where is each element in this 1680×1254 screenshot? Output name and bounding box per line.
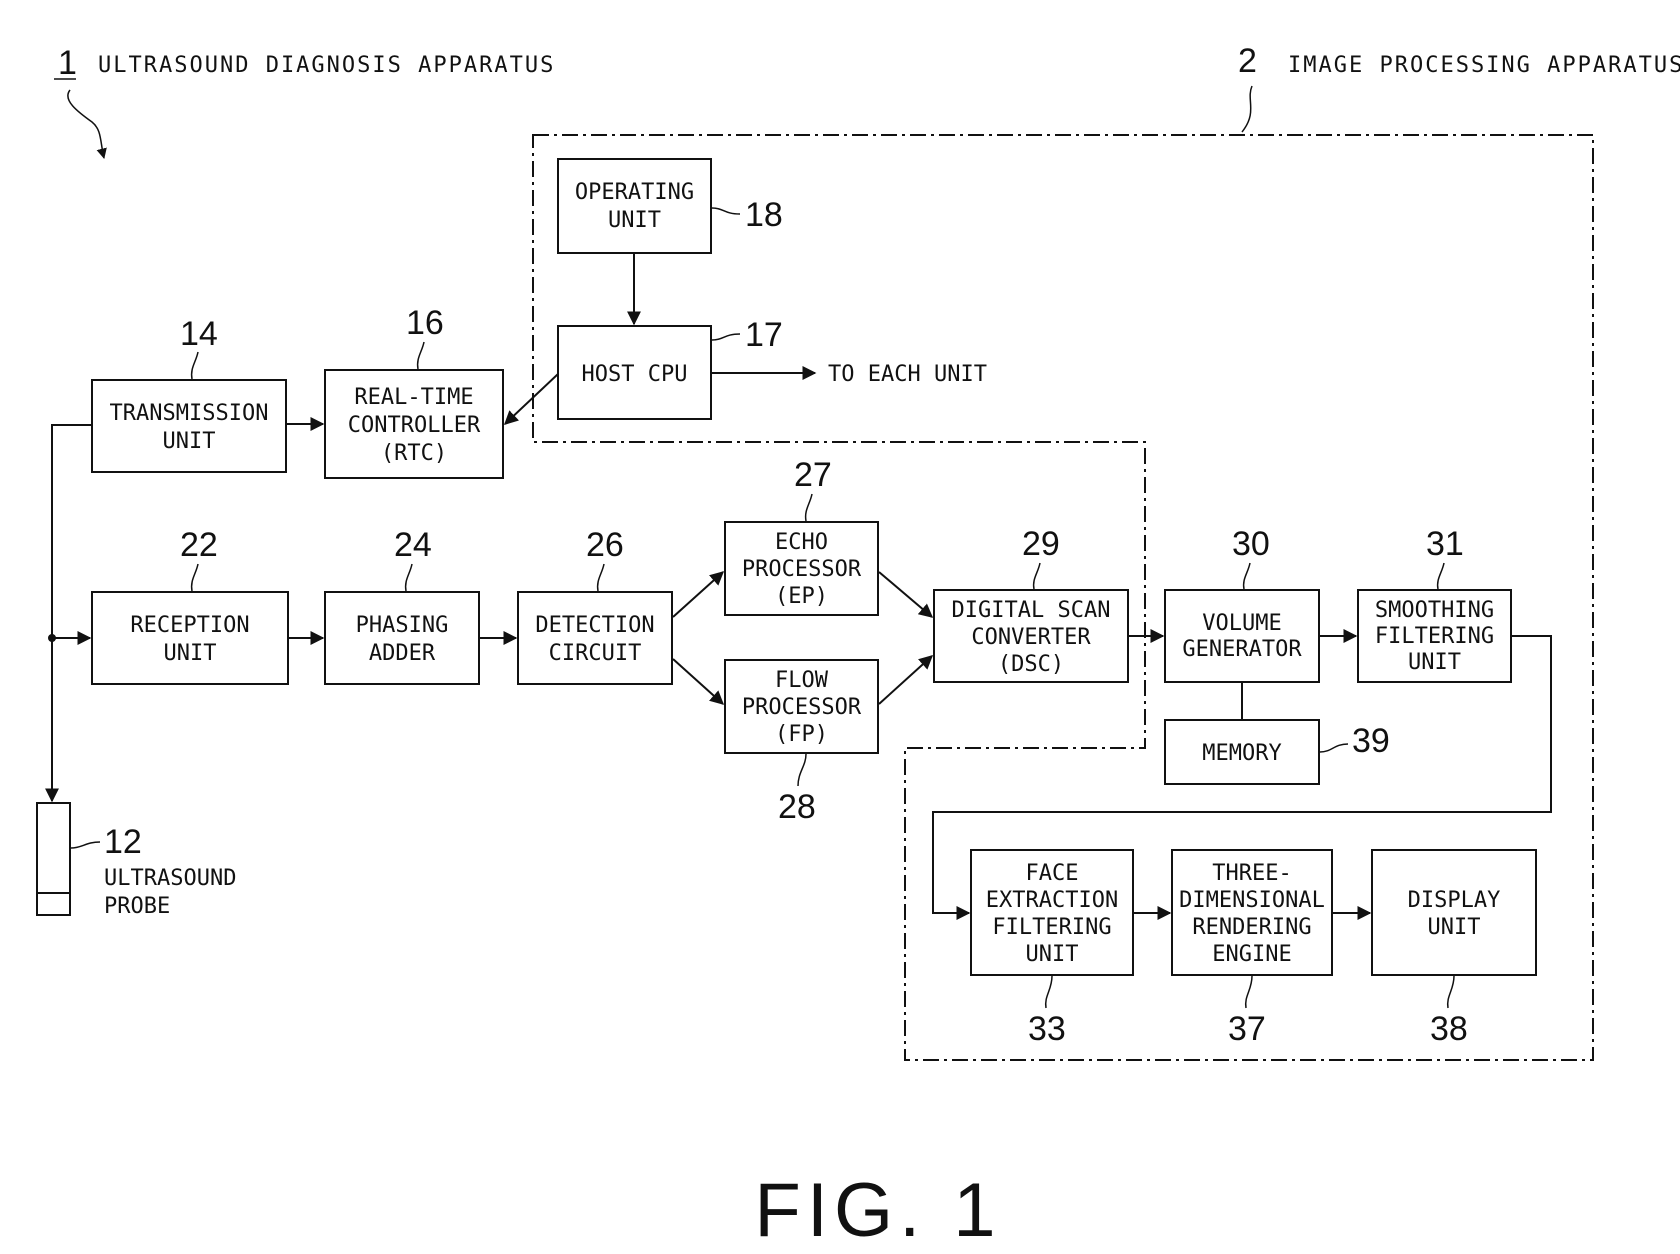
svg-text:ADDER: ADDER bbox=[369, 641, 436, 666]
detection-circuit-box bbox=[518, 592, 672, 684]
ref-29: 29 bbox=[1022, 525, 1060, 563]
ref-16: 16 bbox=[406, 304, 444, 342]
ref-38: 38 bbox=[1430, 1010, 1468, 1048]
ref-18: 18 bbox=[745, 196, 783, 234]
svg-text:UNIT: UNIT bbox=[608, 208, 661, 233]
detection-to-flow bbox=[673, 659, 723, 704]
svg-text:(EP): (EP) bbox=[775, 584, 828, 609]
ref-31: 31 bbox=[1426, 525, 1464, 563]
volume-generator-box bbox=[1165, 590, 1319, 682]
svg-text:(RTC): (RTC) bbox=[381, 441, 447, 466]
svg-text:EXTRACTION: EXTRACTION bbox=[986, 888, 1118, 913]
detection-to-echo bbox=[673, 572, 723, 617]
svg-text:DIGITAL SCAN: DIGITAL SCAN bbox=[952, 598, 1111, 623]
svg-text:ULTRASOUND: ULTRASOUND bbox=[104, 866, 236, 891]
ref-12: 12 bbox=[104, 823, 142, 861]
svg-text:CONVERTER: CONVERTER bbox=[971, 625, 1091, 650]
ref-24: 24 bbox=[394, 526, 432, 564]
svg-text:UNIT: UNIT bbox=[1026, 942, 1079, 967]
svg-text:RECEPTION: RECEPTION bbox=[130, 613, 249, 638]
svg-text:ECHO: ECHO bbox=[775, 530, 828, 555]
svg-text:UNIT: UNIT bbox=[1408, 650, 1461, 675]
svg-text:(DSC): (DSC) bbox=[998, 652, 1064, 677]
transmission-to-probe-bus bbox=[52, 425, 92, 801]
echo-to-dsc bbox=[879, 572, 932, 617]
svg-text:DISPLAY: DISPLAY bbox=[1408, 888, 1501, 913]
host-cpu-label: HOST CPU bbox=[582, 362, 688, 387]
apparatus-squiggle-arrow bbox=[68, 90, 104, 158]
svg-text:OPERATING: OPERATING bbox=[575, 180, 694, 205]
phasing-adder-box bbox=[325, 592, 479, 684]
ref-17: 17 bbox=[745, 316, 783, 354]
svg-text:RENDERING: RENDERING bbox=[1192, 915, 1311, 940]
svg-text:PROCESSOR: PROCESSOR bbox=[742, 695, 862, 720]
ref-26: 26 bbox=[586, 526, 624, 564]
svg-text:REAL-TIME: REAL-TIME bbox=[354, 385, 473, 410]
ref-14: 14 bbox=[180, 315, 218, 353]
ref-39: 39 bbox=[1352, 722, 1390, 760]
svg-text:FLOW: FLOW bbox=[775, 668, 829, 693]
svg-text:ENGINE: ENGINE bbox=[1212, 942, 1291, 967]
svg-text:DETECTION: DETECTION bbox=[535, 613, 654, 638]
probe-label: ULTRASOUND PROBE bbox=[104, 866, 236, 919]
svg-text:CIRCUIT: CIRCUIT bbox=[549, 641, 642, 666]
svg-text:TRANSMISSION: TRANSMISSION bbox=[110, 401, 269, 426]
ref-30: 30 bbox=[1232, 525, 1270, 563]
svg-text:PROBE: PROBE bbox=[104, 894, 170, 919]
to-each-unit-label: TO EACH UNIT bbox=[828, 362, 987, 387]
apparatus-number: 1 bbox=[58, 44, 77, 82]
svg-text:DIMENSIONAL: DIMENSIONAL bbox=[1179, 888, 1325, 913]
flow-to-dsc bbox=[879, 656, 932, 704]
svg-text:FACE: FACE bbox=[1026, 861, 1079, 886]
hostcpu-to-rtc bbox=[505, 374, 558, 424]
svg-text:UNIT: UNIT bbox=[1428, 915, 1481, 940]
svg-text:FILTERING: FILTERING bbox=[1375, 624, 1494, 649]
svg-text:THREE-: THREE- bbox=[1212, 861, 1291, 886]
svg-text:SMOOTHING: SMOOTHING bbox=[1375, 598, 1494, 623]
svg-text:GENERATOR: GENERATOR bbox=[1182, 637, 1302, 662]
apparatus-label: ULTRASOUND DIAGNOSIS APPARATUS bbox=[98, 53, 555, 78]
operating-unit-box bbox=[558, 159, 711, 253]
figure-caption: FIG. 1 bbox=[754, 1168, 1001, 1253]
svg-text:UNIT: UNIT bbox=[163, 429, 216, 454]
ref-27: 27 bbox=[794, 456, 832, 494]
svg-text:CONTROLLER: CONTROLLER bbox=[348, 413, 481, 438]
svg-text:PHASING: PHASING bbox=[356, 613, 449, 638]
image-processing-number: 2 bbox=[1238, 42, 1257, 80]
svg-text:FILTERING: FILTERING bbox=[992, 915, 1111, 940]
ref-33: 33 bbox=[1028, 1010, 1066, 1048]
reception-unit-box bbox=[92, 592, 288, 684]
transmission-unit-box bbox=[92, 380, 286, 472]
ref-28: 28 bbox=[778, 788, 816, 826]
svg-text:UNIT: UNIT bbox=[164, 641, 217, 666]
memory-label: MEMORY bbox=[1202, 741, 1281, 766]
ultrasound-probe bbox=[37, 803, 70, 915]
ref-37: 37 bbox=[1228, 1010, 1266, 1048]
ref-22: 22 bbox=[180, 526, 218, 564]
svg-text:(FP): (FP) bbox=[775, 722, 828, 747]
svg-text:PROCESSOR: PROCESSOR bbox=[742, 557, 862, 582]
svg-text:VOLUME: VOLUME bbox=[1202, 611, 1281, 636]
image-processing-label: IMAGE PROCESSING APPARATUS bbox=[1288, 53, 1680, 78]
